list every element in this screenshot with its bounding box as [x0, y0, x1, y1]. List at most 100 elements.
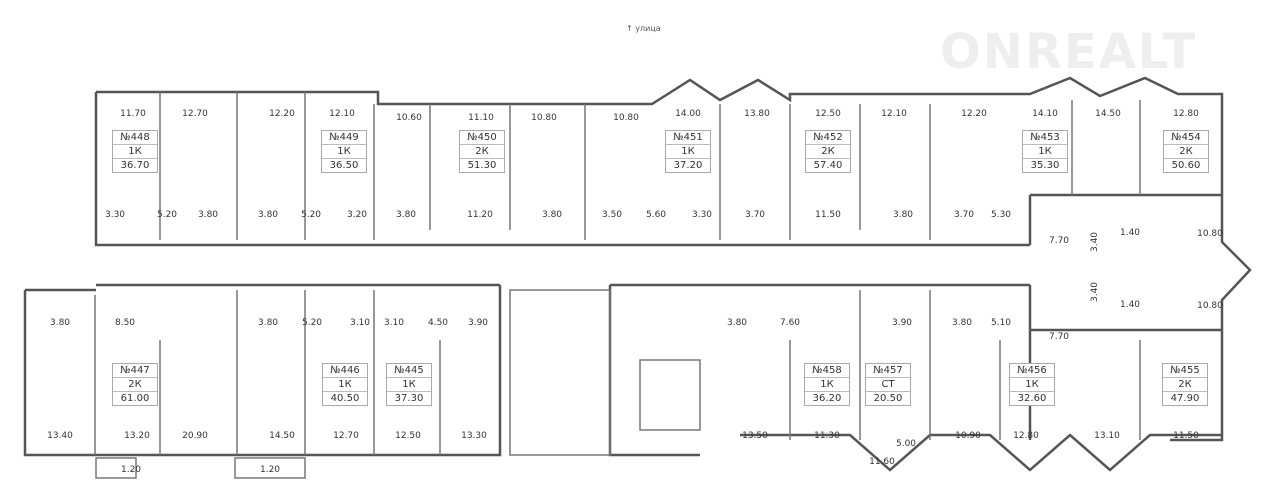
room-area-label: 5.00 [895, 439, 917, 449]
room-area-label: 12.70 [182, 109, 208, 119]
room-area-label: 3.80 [197, 210, 219, 220]
apartment-type: 1К [666, 145, 710, 159]
apartment-type: 1К [323, 378, 367, 392]
room-area-label: 10.90 [955, 431, 981, 441]
room-area-label: 3.40 [1090, 231, 1100, 253]
room-area-label: 1.20 [259, 465, 281, 475]
apartment-area: 50.60 [1171, 160, 1201, 171]
room-area-label: 20.90 [182, 431, 208, 441]
apartment-area: 51.30 [467, 160, 497, 171]
street-direction-label: ↑ улица [626, 24, 661, 33]
room-area-label: 10.80 [531, 113, 557, 123]
apartment-type: 2К [460, 145, 504, 159]
room-area-label: 3.80 [395, 210, 417, 220]
room-area-label: 3.80 [49, 318, 71, 328]
room-area-label: 12.80 [1173, 109, 1199, 119]
room-area-label: 5.20 [300, 210, 322, 220]
room-area-label: 3.80 [726, 318, 748, 328]
apartment-area: 47.90 [1170, 393, 1200, 404]
room-area-label: 12.20 [269, 109, 295, 119]
room-area-label: 10.80 [1197, 301, 1223, 311]
room-area-label: 3.80 [541, 210, 563, 220]
room-area-label: 11.30 [814, 431, 840, 441]
apartment-number: №456 [1010, 364, 1054, 378]
room-area-label: 14.10 [1032, 109, 1058, 119]
room-area-label: 11.10 [468, 113, 494, 123]
apartment-area: 36.50 [329, 160, 359, 171]
apartment-number: №450 [460, 131, 504, 145]
apartment-type: 2К [113, 378, 157, 392]
room-area-label: 4.50 [427, 318, 449, 328]
room-area-label: 13.80 [744, 109, 770, 119]
room-area-label: 3.70 [953, 210, 975, 220]
apartment-type: 1К [805, 378, 849, 392]
apartment-area: 57.40 [813, 160, 843, 171]
apartment-number: №447 [113, 364, 157, 378]
room-area-label: 13.50 [742, 431, 768, 441]
room-area-label: 14.50 [1095, 109, 1121, 119]
room-area-label: 5.60 [645, 210, 667, 220]
room-area-label: 3.80 [951, 318, 973, 328]
room-area-label: 3.80 [257, 210, 279, 220]
room-area-label: 11.60 [869, 457, 895, 467]
room-area-label: 5.10 [990, 318, 1012, 328]
apartment-number: №448 [113, 131, 157, 145]
room-area-label: 3.20 [346, 210, 368, 220]
room-area-label: 7.70 [1048, 236, 1070, 246]
apartment-area: 37.30 [394, 393, 424, 404]
room-area-label: 5.20 [156, 210, 178, 220]
room-area-label: 8.50 [114, 318, 136, 328]
room-area-label: 3.40 [1090, 281, 1100, 303]
room-area-label: 14.50 [269, 431, 295, 441]
room-area-label: 5.20 [301, 318, 323, 328]
room-area-label: 11.50 [1173, 431, 1199, 441]
room-area-label: 14.00 [675, 109, 701, 119]
apartment-number: №454 [1164, 131, 1208, 145]
apartment-area: 36.20 [812, 393, 842, 404]
room-area-label: 10.60 [396, 113, 422, 123]
room-area-label: 3.90 [891, 318, 913, 328]
apartment-area: 32.60 [1017, 393, 1047, 404]
room-area-label: 11.70 [120, 109, 146, 119]
room-area-label: 13.10 [1094, 431, 1120, 441]
room-area-label: 1.40 [1119, 228, 1141, 238]
room-area-label: 11.50 [815, 210, 841, 220]
room-area-label: 12.10 [329, 109, 355, 119]
apartment-type: 1К [1023, 145, 1067, 159]
apartment-area: 20.50 [873, 393, 903, 404]
apartment-area: 37.20 [673, 160, 703, 171]
room-area-label: 13.40 [47, 431, 73, 441]
apartment-number: №458 [805, 364, 849, 378]
apartment-type: 1К [322, 145, 366, 159]
room-area-label: 3.10 [349, 318, 371, 328]
apartment-type: 2К [1164, 145, 1208, 159]
room-area-label: 3.90 [467, 318, 489, 328]
room-area-label: 10.80 [1197, 229, 1223, 239]
apartment-number: №445 [387, 364, 431, 378]
apartment-type: 1К [387, 378, 431, 392]
apartment-number: №446 [323, 364, 367, 378]
room-area-label: 7.60 [779, 318, 801, 328]
room-area-label: 11.20 [467, 210, 493, 220]
apartment-number: №453 [1023, 131, 1067, 145]
room-area-label: 12.80 [1013, 431, 1039, 441]
apartment-area: 61.00 [120, 393, 150, 404]
room-area-label: 13.20 [124, 431, 150, 441]
apartment-number: №451 [666, 131, 710, 145]
apartment-number: №452 [806, 131, 850, 145]
